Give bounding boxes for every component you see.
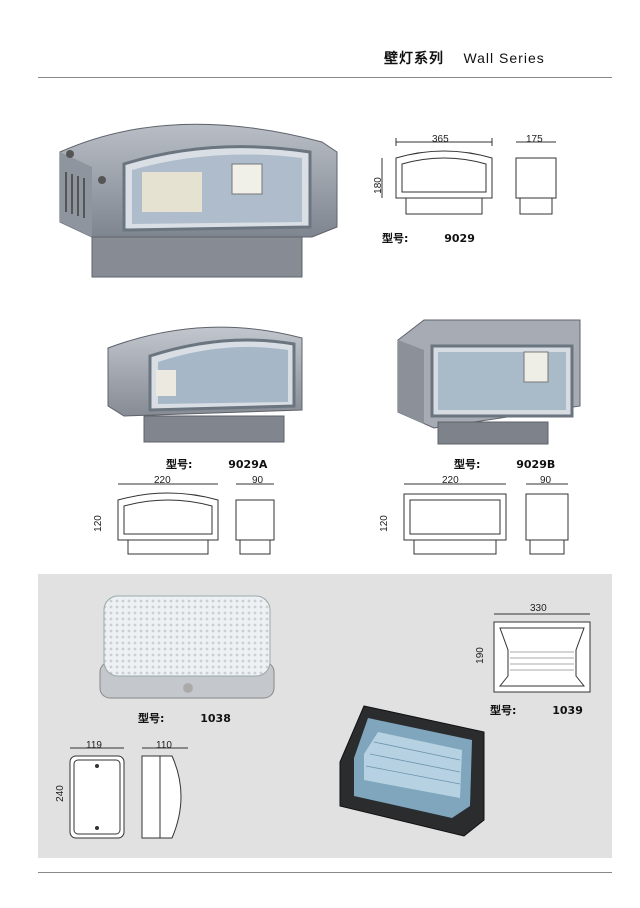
model-1039: 型号: 1039 <box>490 702 583 718</box>
dim-1038-height: 240 <box>54 785 66 802</box>
model-label: 型号: <box>138 712 165 725</box>
lamp-9029a-front-drawing <box>117 483 219 555</box>
model-label: 型号: <box>454 458 481 471</box>
lamp-9029a-side-drawing <box>235 483 275 555</box>
bottom-rule <box>38 872 612 873</box>
top-rule <box>38 77 612 78</box>
dim-9029b-width: 220 <box>442 475 459 486</box>
dim-1038-width: 119 <box>86 740 102 751</box>
model-1038: 型号: 1038 <box>138 710 231 726</box>
dim-1038-depth: 110 <box>156 740 172 751</box>
model-9029a: 型号: 9029A <box>166 456 267 472</box>
model-number: 9029B <box>516 458 556 471</box>
model-number: 9029A <box>228 458 268 471</box>
model-label: 型号: <box>382 232 409 245</box>
page-title: 壁灯系列 Wall Series <box>384 48 545 68</box>
lamp-1039-photo <box>339 705 485 837</box>
dim-1039-height: 190 <box>474 647 486 664</box>
lamp-9029b-front-drawing <box>403 483 507 555</box>
lamp-1038-side-drawing <box>141 747 188 839</box>
model-number: 1039 <box>552 704 583 717</box>
lamp-1039-front-drawing <box>493 613 591 693</box>
lamp-1038-front-drawing <box>69 747 125 839</box>
lamp-9029-photo <box>59 123 338 278</box>
dim-9029-width: 365 <box>432 134 449 145</box>
lamp-9029b-side-drawing <box>525 483 569 555</box>
dim-9029b-height: 120 <box>378 515 390 532</box>
dim-9029a-width: 220 <box>154 475 171 486</box>
model-number: 9029 <box>444 232 475 245</box>
lamp-9029-side-drawing <box>515 141 557 215</box>
dim-9029b-depth: 90 <box>540 475 552 486</box>
title-zh: 壁灯系列 <box>384 51 444 67</box>
dim-9029-depth: 175 <box>526 134 543 145</box>
lamp-9029-front-drawing <box>381 138 493 215</box>
dim-9029a-depth: 90 <box>252 475 264 486</box>
dim-1039-width: 330 <box>530 603 547 614</box>
model-label: 型号: <box>166 458 193 471</box>
lamp-1038-photo <box>99 595 275 699</box>
lamp-9029b-photo <box>397 319 581 445</box>
dim-9029a-height: 120 <box>92 515 104 532</box>
model-number: 1038 <box>200 712 231 725</box>
model-9029b: 型号: 9029B <box>454 456 555 472</box>
model-label: 型号: <box>490 704 517 717</box>
title-en: Wall Series <box>463 50 545 66</box>
dim-9029-height: 180 <box>372 177 384 194</box>
lamp-9029a-photo <box>107 326 303 443</box>
model-9029: 型号: 9029 <box>382 230 475 246</box>
